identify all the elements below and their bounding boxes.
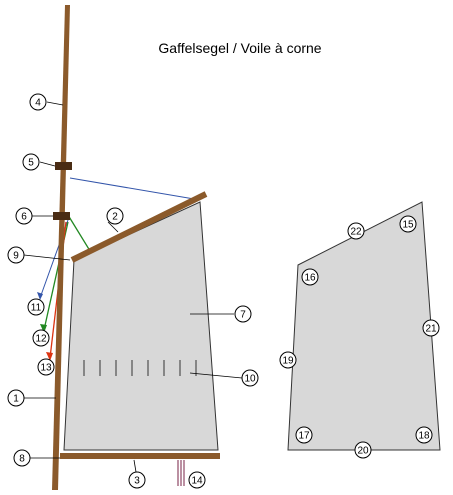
callout-5: 5 — [22, 153, 40, 171]
svg-text:5: 5 — [28, 158, 34, 169]
svg-text:12: 12 — [35, 334, 47, 345]
gaff — [70, 191, 208, 263]
svg-text:20: 20 — [357, 446, 369, 457]
svg-text:9: 9 — [13, 251, 19, 262]
svg-text:4: 4 — [35, 98, 41, 109]
sail-flat — [287, 201, 441, 451]
svg-text:18: 18 — [418, 431, 430, 442]
callout-17: 17 — [295, 426, 313, 444]
callout-13: 13 — [37, 358, 55, 376]
callout-9: 9 — [7, 246, 25, 264]
callout-3: 3 — [128, 471, 146, 489]
blue-arrow-head — [37, 292, 43, 300]
diagram-title: Gaffelsegel / Voile à corne — [158, 40, 321, 56]
callout-8: 8 — [13, 449, 31, 467]
svg-text:21: 21 — [425, 324, 437, 335]
callout-18: 18 — [415, 426, 433, 444]
svg-text:2: 2 — [112, 212, 118, 223]
reef-points — [83, 360, 197, 376]
boom — [60, 453, 220, 459]
svg-text:6: 6 — [21, 212, 27, 223]
svg-text:13: 13 — [40, 363, 52, 374]
callout-16: 16 — [301, 268, 319, 286]
callout-10: 10 — [241, 369, 259, 387]
mainsheet — [177, 460, 185, 486]
svg-text:3: 3 — [134, 476, 140, 487]
upper-block — [55, 162, 72, 170]
callout-6: 6 — [15, 207, 33, 225]
leader-lines — [23, 101, 243, 473]
callout-7: 7 — [234, 305, 252, 323]
lower-block — [53, 212, 70, 220]
svg-text:11: 11 — [31, 303, 42, 314]
callout-2: 2 — [106, 207, 124, 225]
svg-text:1: 1 — [13, 394, 19, 405]
sail — [63, 201, 219, 451]
svg-text:16: 16 — [304, 273, 316, 284]
svg-text:7: 7 — [240, 310, 246, 321]
svg-text:19: 19 — [282, 356, 294, 367]
svg-text:22: 22 — [350, 227, 362, 238]
svg-text:8: 8 — [19, 454, 25, 465]
mast — [52, 5, 70, 490]
callout-22: 22 — [347, 222, 365, 240]
callout-15: 15 — [399, 215, 417, 233]
green-arrow-head — [40, 324, 47, 333]
svg-text:14: 14 — [191, 476, 203, 487]
callout-14: 14 — [188, 471, 206, 489]
callout-4: 4 — [29, 93, 47, 111]
callout-21: 21 — [422, 319, 440, 337]
callout-1: 1 — [7, 389, 25, 407]
red-arrow-head — [46, 352, 53, 361]
blue-halyard — [69, 177, 201, 201]
callout-20: 20 — [354, 441, 372, 459]
svg-text:15: 15 — [402, 220, 414, 231]
callout-12: 12 — [32, 329, 50, 347]
svg-text:10: 10 — [244, 374, 256, 385]
callout-11: 11 — [27, 298, 45, 316]
callout-19: 19 — [279, 351, 297, 369]
svg-text:17: 17 — [298, 431, 310, 442]
